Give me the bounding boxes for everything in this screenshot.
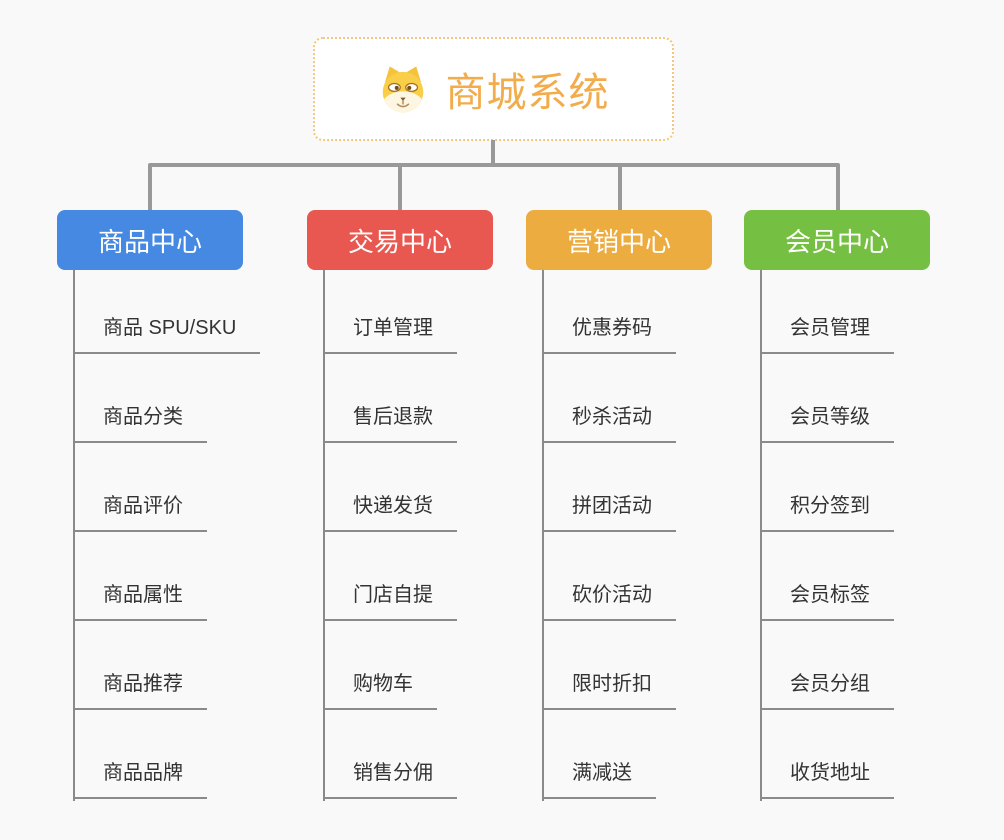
branch-trunk-line bbox=[760, 270, 762, 801]
leaf-node[interactable]: 积分签到 bbox=[760, 490, 894, 532]
leaf-node[interactable]: 收货地址 bbox=[760, 757, 894, 799]
branch-trunk-line bbox=[73, 270, 75, 801]
connector-branch-stem bbox=[398, 165, 402, 210]
leaf-node[interactable]: 会员等级 bbox=[760, 401, 894, 443]
branch: 商品中心 商品 SPU/SKU 商品分类商品评价商品属性商品推荐商品品牌 bbox=[57, 210, 317, 835]
connector-branch-stem bbox=[836, 165, 840, 210]
leaf-list: 会员管理会员等级积分签到会员标签会员分组收货地址 bbox=[744, 210, 1004, 835]
leaf-node[interactable]: 商品推荐 bbox=[73, 668, 207, 710]
leaf-node[interactable]: 销售分佣 bbox=[323, 757, 457, 799]
leaf-node[interactable]: 商品 SPU/SKU bbox=[73, 312, 261, 354]
branch-node[interactable]: 会员中心 bbox=[744, 210, 930, 270]
leaf-node[interactable]: 商品评价 bbox=[73, 490, 207, 532]
leaf-node[interactable]: 门店自提 bbox=[323, 579, 457, 621]
leaf-node[interactable]: 会员分组 bbox=[760, 668, 894, 710]
connector-branch-stem bbox=[618, 165, 622, 210]
leaf-node[interactable]: 购物车 bbox=[323, 668, 437, 710]
leaf-node[interactable]: 商品属性 bbox=[73, 579, 207, 621]
connector-branch-stem bbox=[148, 165, 152, 210]
leaf-list: 订单管理售后退款快递发货门店自提购物车销售分佣 bbox=[307, 210, 567, 835]
branch: 交易中心 订单管理售后退款快递发货门店自提购物车销售分佣 bbox=[307, 210, 567, 835]
leaf-node[interactable]: 砍价活动 bbox=[542, 579, 676, 621]
leaf-node[interactable]: 满减送 bbox=[542, 757, 656, 799]
leaf-node[interactable]: 售后退款 bbox=[323, 401, 457, 443]
connector-horizontal-bar bbox=[148, 163, 840, 167]
branch: 会员中心 会员管理会员等级积分签到会员标签会员分组收货地址 bbox=[744, 210, 1004, 835]
leaf-node[interactable]: 限时折扣 bbox=[542, 668, 676, 710]
doge-icon bbox=[378, 64, 428, 114]
branch-label: 交易中心 bbox=[347, 226, 452, 257]
leaf-node[interactable]: 秒杀活动 bbox=[542, 401, 676, 443]
branch-label: 会员中心 bbox=[784, 226, 889, 257]
branch-node[interactable]: 商品中心 bbox=[57, 210, 243, 270]
leaf-node[interactable]: 快递发货 bbox=[323, 490, 457, 532]
branch: 营销中心 优惠券码秒杀活动拼团活动砍价活动限时折扣满减送 bbox=[526, 210, 786, 835]
leaf-list: 优惠券码秒杀活动拼团活动砍价活动限时折扣满减送 bbox=[526, 210, 786, 835]
branch-label: 商品中心 bbox=[97, 226, 202, 257]
branch-label: 营销中心 bbox=[566, 226, 671, 257]
leaf-node[interactable]: 会员标签 bbox=[760, 579, 894, 621]
branch-node[interactable]: 营销中心 bbox=[526, 210, 712, 270]
root-title: 商城系统 bbox=[445, 71, 610, 115]
root-node[interactable]: 商城系统 bbox=[313, 37, 674, 141]
leaf-node[interactable]: 商品品牌 bbox=[73, 757, 207, 799]
leaf-node[interactable]: 优惠券码 bbox=[542, 312, 676, 354]
branch-trunk-line bbox=[542, 270, 544, 801]
branch-trunk-line bbox=[323, 270, 325, 801]
connector-root-stem bbox=[491, 140, 495, 166]
leaf-node[interactable]: 商品分类 bbox=[73, 401, 207, 443]
leaf-node[interactable]: 订单管理 bbox=[323, 312, 457, 354]
leaf-node[interactable]: 拼团活动 bbox=[542, 490, 676, 532]
leaf-list: 商品 SPU/SKU 商品分类商品评价商品属性商品推荐商品品牌 bbox=[57, 210, 317, 835]
branch-node[interactable]: 交易中心 bbox=[307, 210, 493, 270]
leaf-node[interactable]: 会员管理 bbox=[760, 312, 894, 354]
